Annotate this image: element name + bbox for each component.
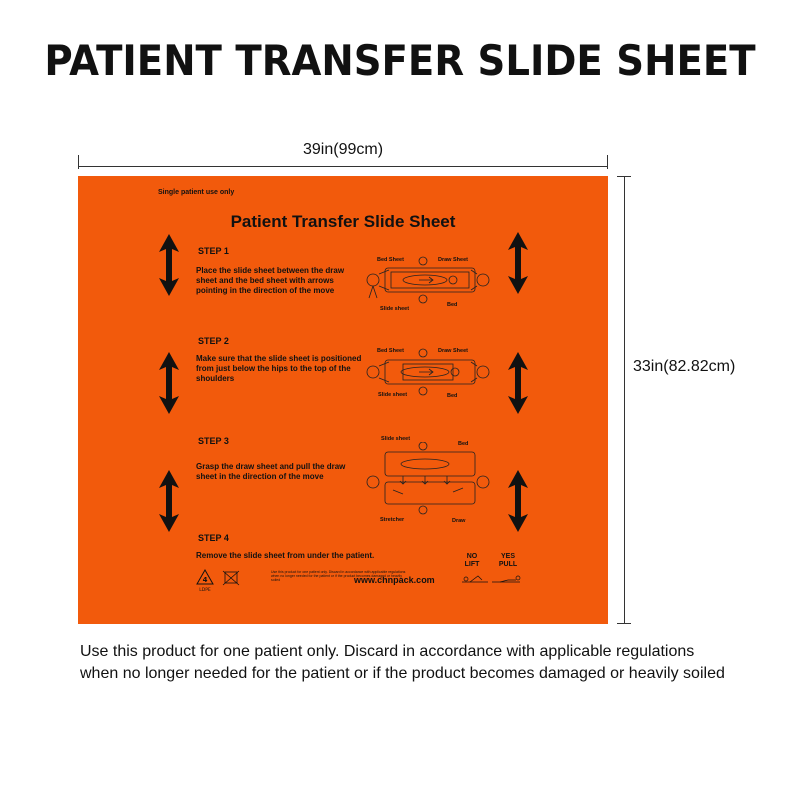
step-4-text: Remove the slide sheet from under the pa… <box>196 551 375 560</box>
slide-sheet-product: Single patient use only Patient Transfer… <box>78 176 608 624</box>
step-3-text: Grasp the draw sheet and pull the draw s… <box>196 462 346 481</box>
double-arrow-icon <box>159 470 179 532</box>
double-arrow-icon <box>508 352 528 414</box>
illus-label: Bed Sheet <box>377 257 404 263</box>
no-lift-icon <box>462 575 488 583</box>
width-dimension-tick-right <box>607 155 608 169</box>
illus-label: Draw Sheet <box>438 257 468 263</box>
illus-label: Bed Sheet <box>377 348 404 354</box>
double-arrow-icon <box>159 234 179 296</box>
illus-label: Draw <box>452 518 466 524</box>
double-arrow-icon <box>159 352 179 414</box>
height-dimension-tick-bottom <box>617 623 631 624</box>
do-not-reuse-icon <box>222 570 240 586</box>
step-3-illustration <box>366 442 490 515</box>
sheet-title: Patient Transfer Slide Sheet <box>230 212 456 231</box>
double-arrow-icon <box>508 232 528 294</box>
yes-pull-label: YES PULL <box>498 553 518 568</box>
step-3-label: STEP 3 <box>198 436 229 446</box>
step-1-label: STEP 1 <box>198 246 229 256</box>
step-2-illustration <box>366 348 490 396</box>
illus-label: Draw Sheet <box>438 348 468 354</box>
website-url: www.chnpack.com <box>354 575 435 585</box>
height-dimension-line <box>624 176 625 624</box>
illus-label: Bed <box>458 441 469 447</box>
illus-label: Slide sheet <box>380 306 410 312</box>
width-dimension-line <box>78 166 608 167</box>
illus-label: Bed <box>447 393 458 399</box>
step-2-text: Make sure that the slide sheet is positi… <box>196 354 362 383</box>
height-dimension-tick-top <box>617 176 631 177</box>
step-4-label: STEP 4 <box>198 533 229 543</box>
step-1-illustration <box>366 256 490 304</box>
recycle-code: 4 <box>203 576 208 584</box>
double-arrow-icon <box>508 470 528 532</box>
step-2-label: STEP 2 <box>198 336 229 346</box>
disposal-notice-line-1: Use this product for one patient only. D… <box>80 643 695 660</box>
yes-pull-icon <box>492 575 521 583</box>
illus-label: Stretcher <box>380 517 405 523</box>
no-lift-label: NO LIFT <box>464 553 480 568</box>
step-1-text: Place the slide sheet between the draw s… <box>196 266 345 295</box>
width-dimension-label: 39in(99cm) <box>302 141 384 158</box>
recycle-icon: 4 LDPE <box>196 569 214 593</box>
width-dimension-tick-left <box>78 155 79 169</box>
single-use-note: Single patient use only <box>158 189 235 196</box>
illus-label: Bed <box>447 302 458 308</box>
illus-label: Slide sheet <box>378 392 408 398</box>
disposal-notice: Use this product for one patient only. D… <box>80 641 780 685</box>
disposal-notice-line-2: when no longer needed for the patient or… <box>80 665 725 682</box>
illus-label: Slide sheet <box>381 436 411 442</box>
recycle-label: LDPE <box>199 587 211 593</box>
fine-print: Use this product for one patient only. D… <box>271 570 406 582</box>
page-title: PATIENT TRANSFER SLIDE SHEET <box>44 36 756 85</box>
height-dimension-label: 33in(82.82cm) <box>633 358 736 375</box>
